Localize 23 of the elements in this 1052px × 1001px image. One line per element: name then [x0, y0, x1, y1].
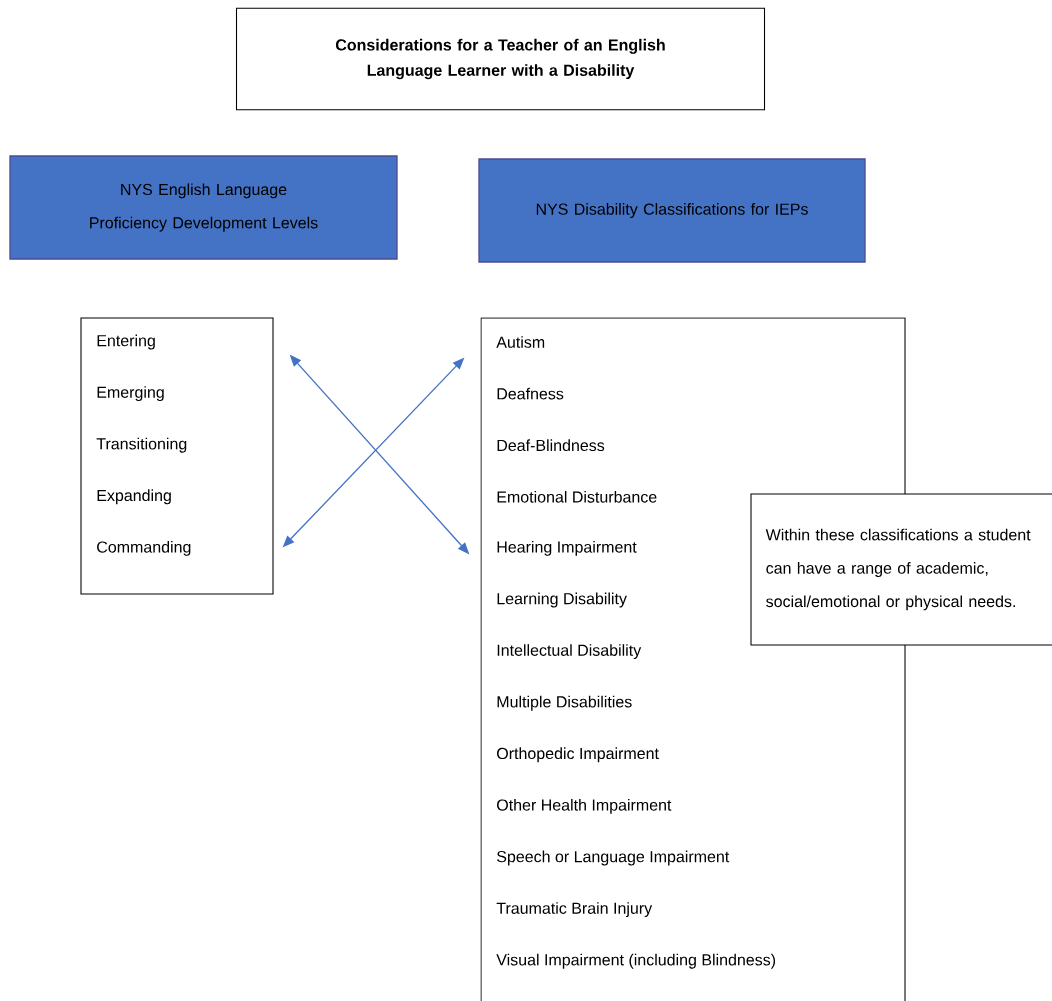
list-box	[80, 317, 274, 595]
list-item: Speech or Language Impairment	[497, 850, 730, 866]
list-item: Transitioning	[96, 437, 187, 453]
list-item: Visual Impairment (including Blindness)	[496, 953, 776, 969]
list-item: Emotional Disturbance	[497, 490, 657, 503]
list-item: Entering	[97, 334, 155, 350]
list-item: Orthopedic Impairment	[497, 747, 659, 763]
note-box: Within these classifications a student can have a range of academic, social/emotional or physical needs.	[750, 493, 1052, 646]
list-item: Expanding	[97, 489, 171, 505]
list-item: Other Health Impairment	[497, 798, 672, 814]
list-item: Hearing Impairment	[497, 540, 637, 556]
list-item: Intellectual Disability	[497, 644, 642, 660]
list-item: Autism	[496, 336, 545, 348]
list-item: Emerging	[97, 386, 164, 402]
title-box: Considerations for a Teacher of an English Language Learner with a Disability	[235, 7, 766, 111]
header-box: NYS English Language Proficiency Development Levels	[9, 155, 398, 260]
list-item: Learning Disability	[497, 592, 627, 608]
list-item: Deafness	[497, 387, 564, 400]
list-item: Commanding	[97, 540, 191, 556]
list-item: Multiple Disabilities	[497, 695, 632, 711]
list-item: Traumatic Brain Injury	[496, 902, 653, 918]
header-box: NYS Disability Classifications for IEPs	[478, 158, 866, 263]
list-item: Deaf-Blindness	[497, 439, 605, 452]
